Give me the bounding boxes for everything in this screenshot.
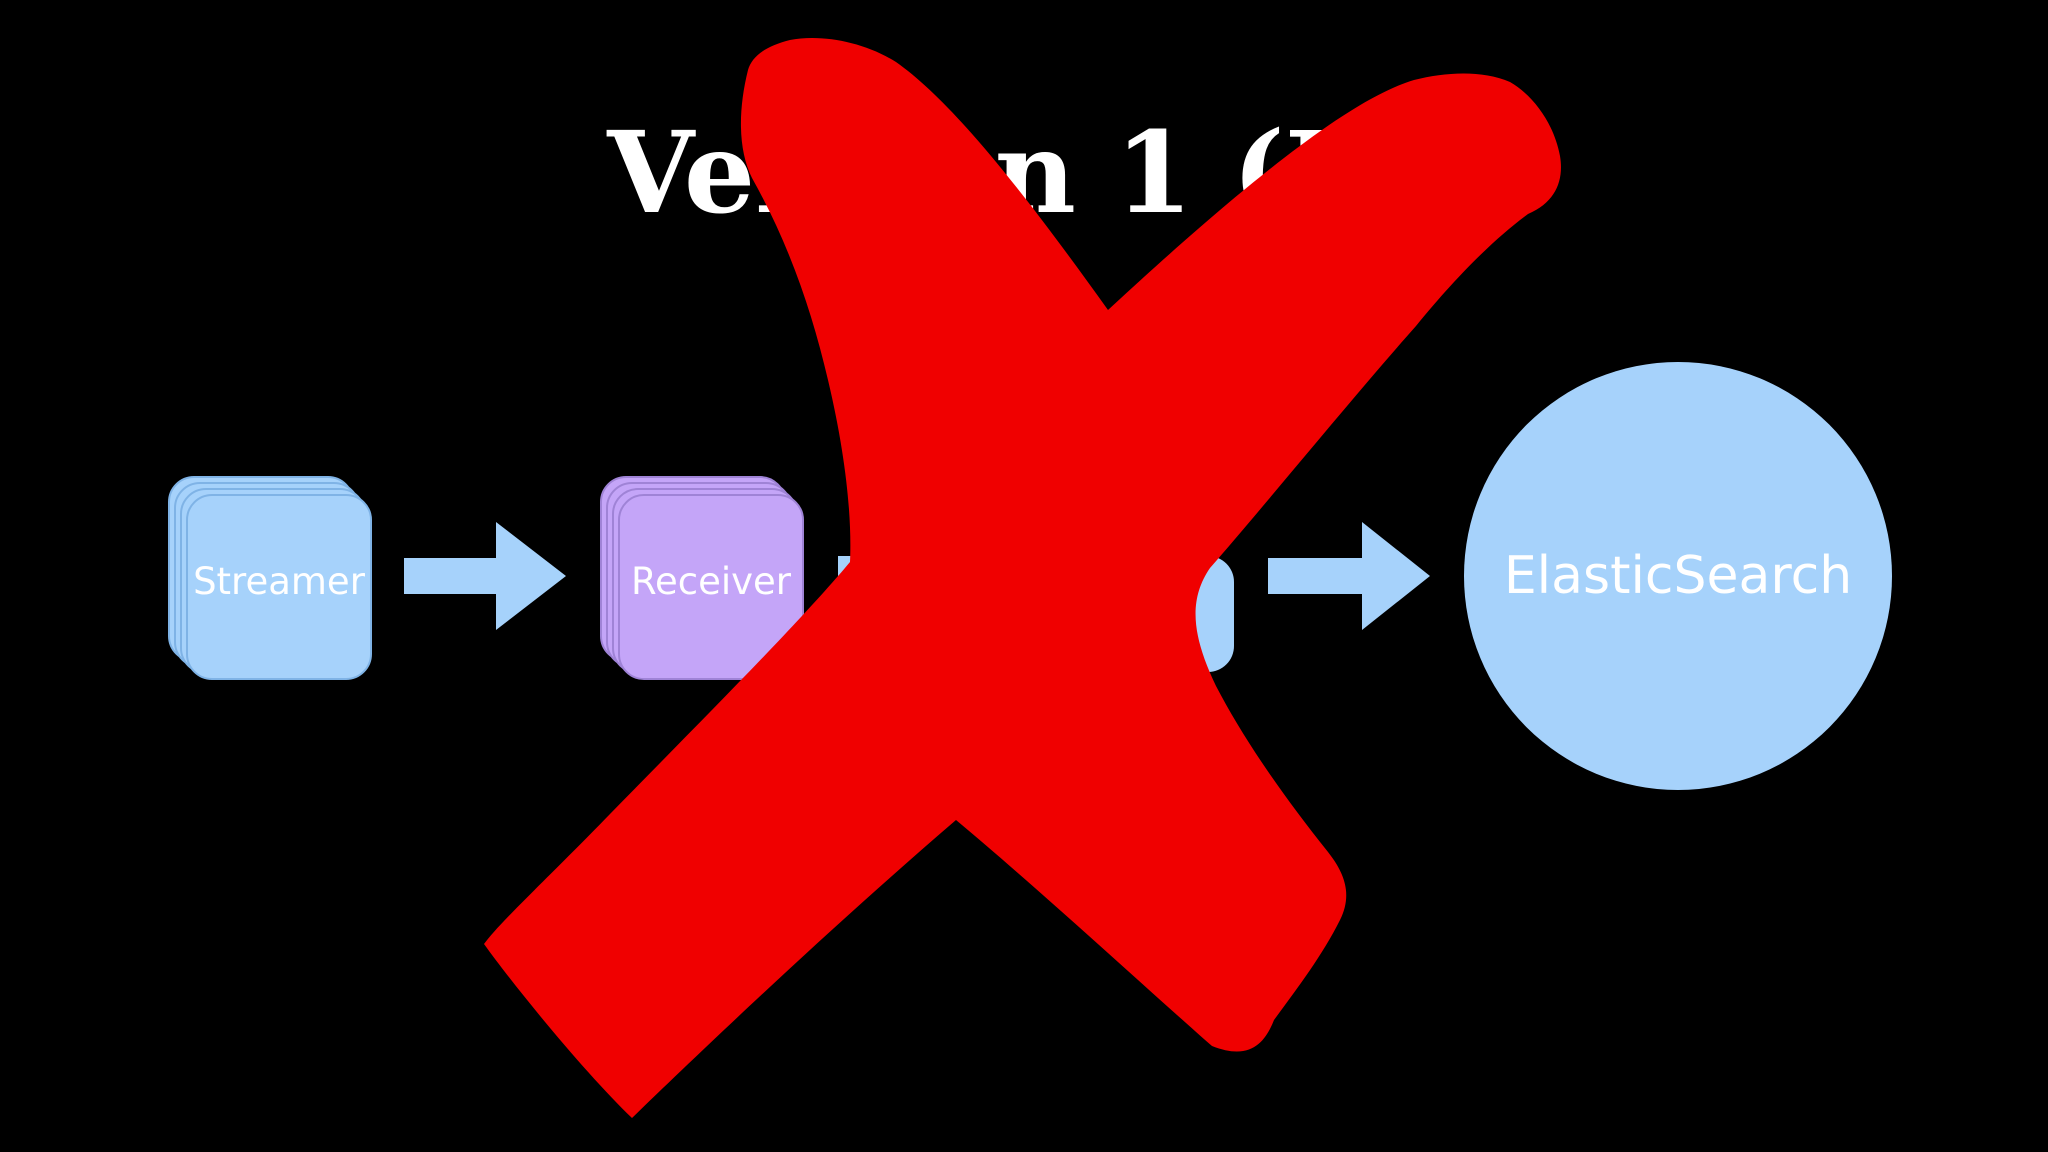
receiver-node: Receiver bbox=[600, 476, 812, 684]
elasticsearch-label: ElasticSearch bbox=[1503, 546, 1853, 606]
arrow-streamer-to-receiver bbox=[404, 522, 566, 630]
streamer-label: Streamer bbox=[193, 560, 365, 603]
elasticsearch-node: ElasticSearch bbox=[1464, 362, 1892, 790]
arrow-to-elasticsearch bbox=[1268, 522, 1430, 630]
streamer-layer-front bbox=[186, 494, 372, 680]
receiver-label: Receiver bbox=[630, 560, 792, 603]
streamer-node: Streamer bbox=[168, 476, 380, 684]
